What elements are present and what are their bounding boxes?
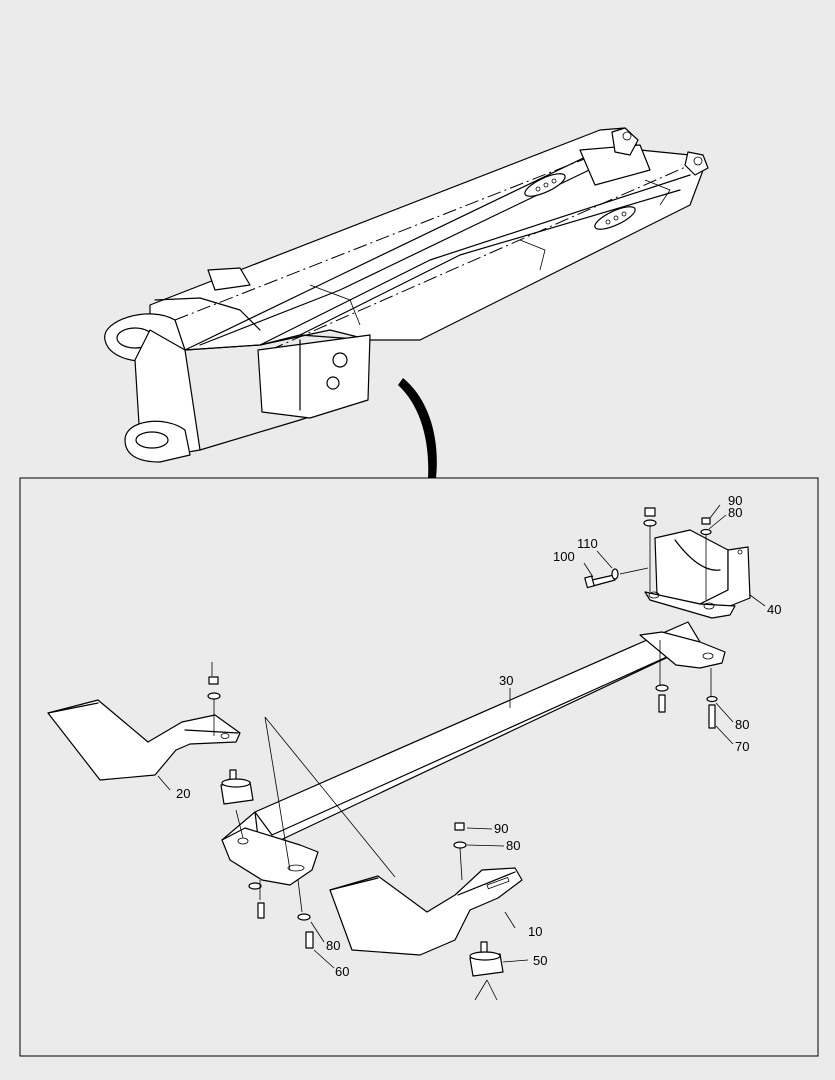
callout-110: 110 [577,536,598,551]
bracket-40 [654,529,729,605]
callout-30: 30 [499,673,513,688]
callout-80-mid: 80 [506,838,520,853]
callout-100: 100 [553,549,575,564]
mount-plate-10 [329,867,523,956]
callout-40: 40 [767,602,781,617]
callout-80-right: 80 [735,717,749,732]
mount-plate-20 [47,699,241,781]
callout-70: 70 [735,739,749,754]
assembly-lines [157,504,766,1001]
exploded-view [47,504,766,1001]
rubber-mount-50 [469,941,504,977]
detail-frame [19,477,819,1057]
callout-90-top: 90 [728,493,742,508]
callout-50: 50 [533,953,547,968]
callout-80-low: 80 [326,938,340,953]
callout-labels: 90 80 110 100 40 30 80 70 20 90 80 10 80… [176,493,781,979]
callout-10: 10 [528,924,542,939]
angle-bar-30 [221,621,701,871]
fasteners [207,507,718,949]
view-connector-arrow [398,378,437,478]
rubber-mount-left [220,769,254,805]
machine-frame-overview [104,127,709,463]
callout-20: 20 [176,786,190,801]
callout-90-mid: 90 [494,821,508,836]
callout-60: 60 [335,964,349,979]
callout-80-top: 80 [728,505,742,520]
